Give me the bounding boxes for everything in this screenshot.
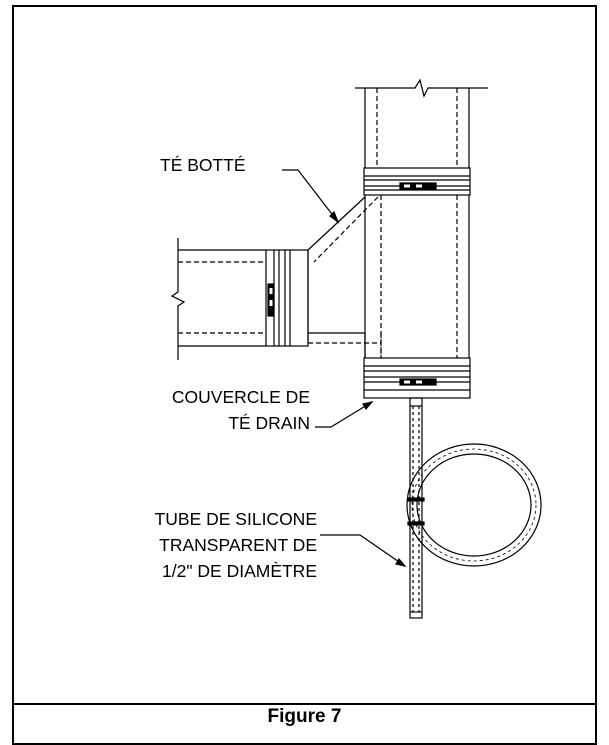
caption-divider: [14, 703, 595, 705]
leader-tube: [320, 534, 406, 567]
drain-tube: [406, 397, 542, 619]
leader-lines: [282, 169, 407, 567]
label-couvercle-line2: TÉ DRAIN: [228, 413, 310, 433]
leader-te-botte: [282, 169, 339, 223]
label-couvercle-line1: COUVERCLE DE: [171, 387, 310, 407]
label-tube-line2: TRANSPARENT DE: [159, 535, 317, 555]
label-tube-line1: TUBE DE SILICONE: [154, 509, 317, 529]
label-tube-line3: 1/2" DE DIAMÈTRE: [162, 561, 317, 581]
lower-coupling: [363, 357, 471, 399]
boot-tee-branch: [307, 196, 382, 358]
vertical-pipe: [355, 78, 488, 358]
leader-couvercle: [315, 401, 373, 428]
horizontal-pipe: [170, 238, 266, 360]
tube-coil: [406, 443, 542, 567]
branch-coupling: [265, 249, 309, 347]
left-break-line: [170, 238, 186, 360]
figure-caption: Figure 7: [267, 706, 342, 727]
top-break-line: [355, 78, 488, 98]
label-te-botte: TÉ BOTTÉ: [160, 155, 246, 175]
upper-coupling: [363, 167, 471, 196]
